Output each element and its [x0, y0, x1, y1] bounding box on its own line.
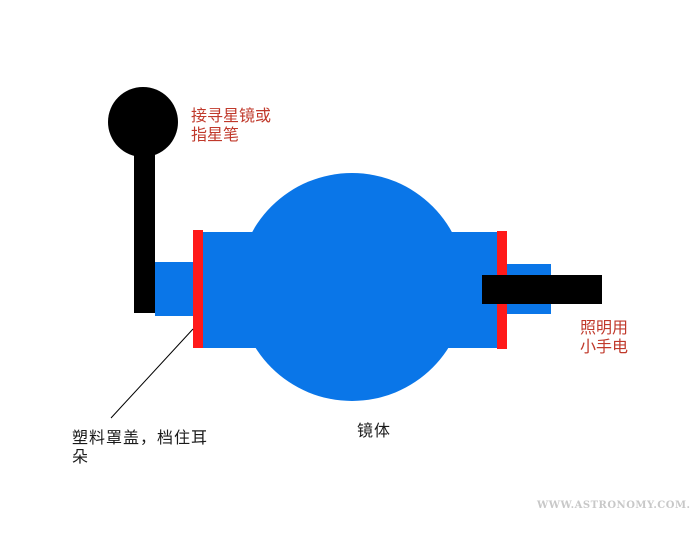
left-tube [155, 262, 195, 316]
cap-leader-line [110, 328, 194, 419]
watermark: WWW.ASTRONOMY.COM.CN [537, 500, 690, 511]
left-red-rim [193, 230, 203, 348]
body-label: 镜体 [357, 421, 392, 440]
finder-stalk [134, 150, 155, 313]
flashlight-bar [482, 275, 602, 304]
finder-knob [108, 87, 178, 157]
cap-label: 塑料罩盖，档住耳 朵 [72, 428, 209, 466]
body-band [198, 232, 501, 348]
light-label: 照明用 小手电 [580, 318, 629, 356]
finder-label: 接寻星镜或 指星笔 [191, 106, 272, 144]
